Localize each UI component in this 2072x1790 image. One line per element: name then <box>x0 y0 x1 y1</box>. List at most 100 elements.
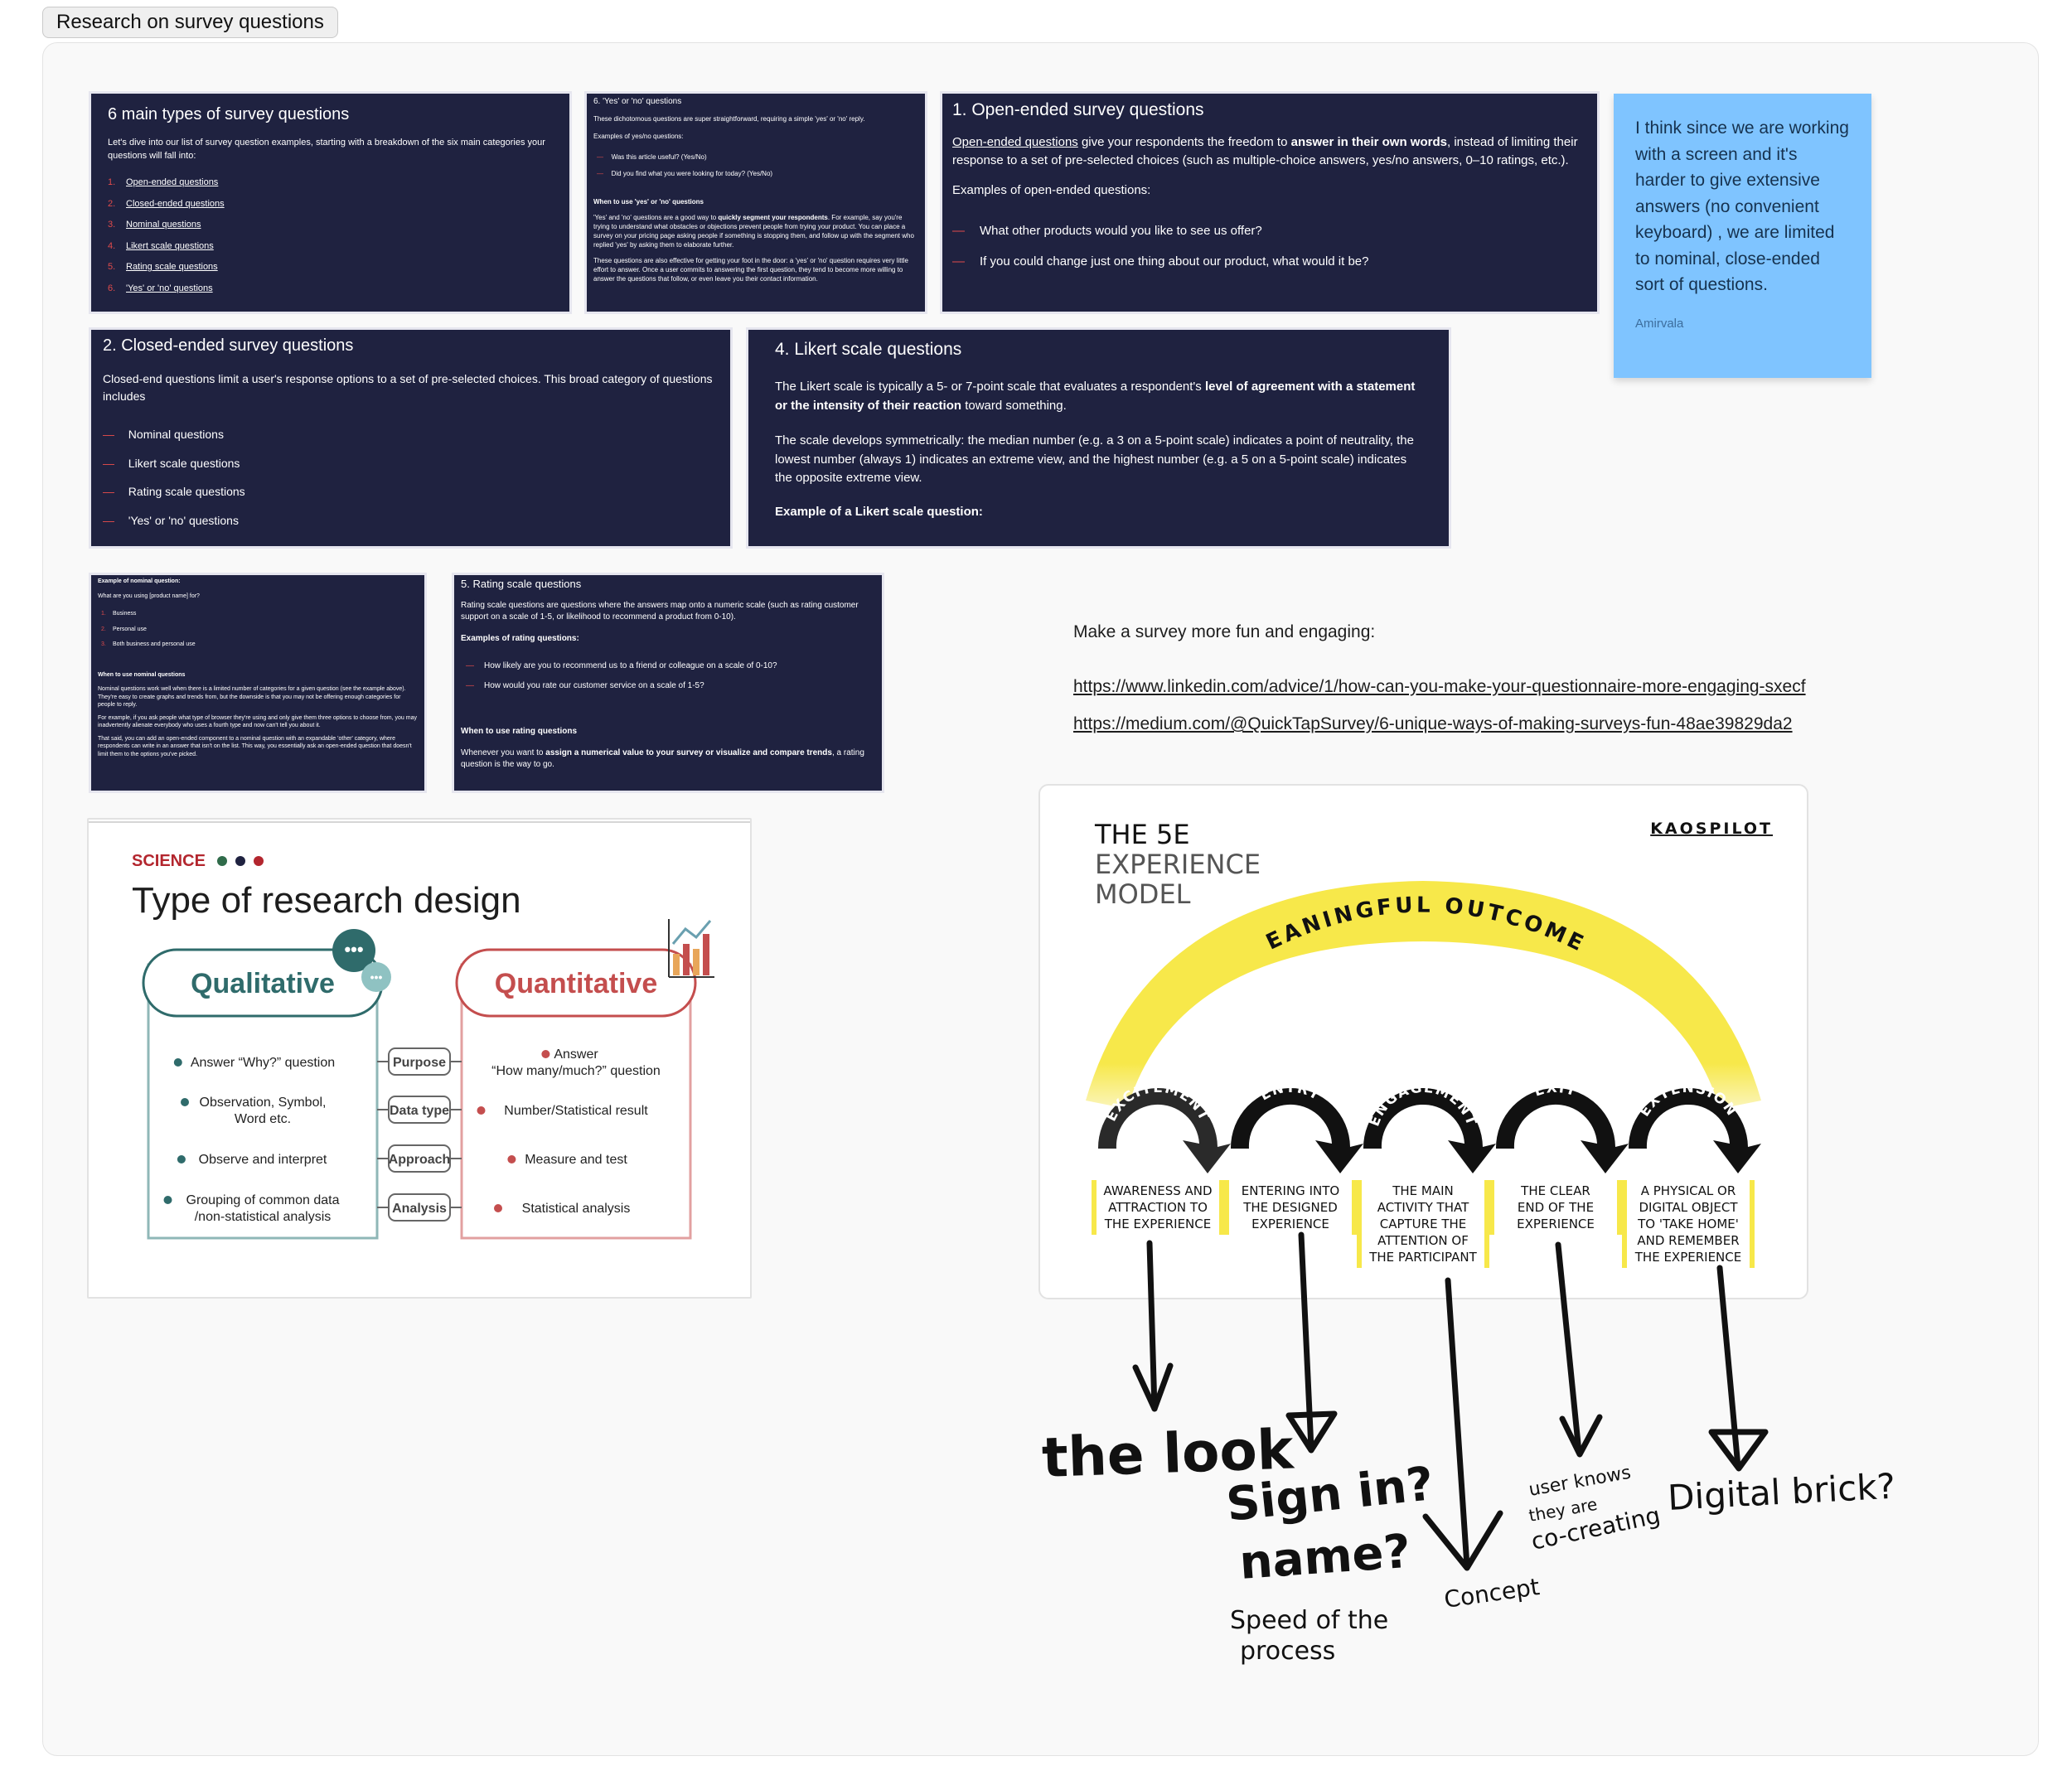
text-part: give your respondents the freedom to <box>1077 135 1291 149</box>
list-item: 4.Likert scale questions <box>108 236 553 258</box>
list-item: 3.Nominal questions <box>108 215 553 236</box>
list-marker: — <box>597 170 603 177</box>
examples-heading: Examples of open-ended questions: <box>952 183 1151 197</box>
card-intro: Rating scale questions are questions whe… <box>461 601 859 622</box>
list-item: — How would you rate our customer service… <box>466 676 875 696</box>
nominal-p2: For example, if you ask people what type… <box>98 714 417 729</box>
list-link[interactable]: Open-ended questions <box>126 177 219 187</box>
open-ended-link[interactable]: Open-ended questions <box>952 135 1078 149</box>
card-likert[interactable]: 4. Likert scale questions The Likert sca… <box>746 327 1451 549</box>
design-title: Type of research design <box>132 880 521 921</box>
list-text: Business <box>113 611 137 617</box>
bullet-dot <box>181 1098 189 1106</box>
row-label-pill <box>388 1047 451 1076</box>
card-title: 4. Likert scale questions <box>775 340 962 359</box>
quantitative-row-text: Statistical analysis <box>522 1202 631 1216</box>
list-text: Both business and personal use <box>113 641 196 647</box>
stage-description: AWARENESS AND <box>1103 1183 1212 1198</box>
likert-example-heading: Example of a Likert scale question: <box>775 504 983 519</box>
row-label: Purpose <box>393 1056 446 1070</box>
sticky-text: I think since we are working with a scre… <box>1635 119 1849 294</box>
card-yes-no[interactable]: 6. 'Yes' or 'no' questions These dichoto… <box>584 91 927 314</box>
list-item: 6.'Yes' or 'no' questions <box>108 278 553 300</box>
list-text: Nominal questions <box>128 428 224 441</box>
list-text: How would you rate our customer service … <box>484 681 704 690</box>
linkedin-link[interactable]: https://www.linkedin.com/advice/1/how-ca… <box>1073 677 1806 696</box>
stage-description: THE PARTICIPANT <box>1368 1250 1477 1265</box>
qualitative-row-text: Answer “Why?” question <box>191 1056 335 1070</box>
examples-heading: Examples of rating questions: <box>461 634 579 643</box>
card-paragraph: Open-ended questions give your responden… <box>952 133 1587 170</box>
list-text: What other products would you like to se… <box>980 224 1262 238</box>
list-text: Was this article useful? (Yes/No) <box>611 153 707 161</box>
svg-text:•••: ••• <box>344 939 363 960</box>
bullet-dot <box>163 1196 172 1204</box>
frame-title[interactable]: Research on survey questions <box>42 7 338 38</box>
sticky-author: Amirvala <box>1635 316 1684 331</box>
row-label-pill <box>388 1193 451 1222</box>
stage-arrow <box>1363 1087 1496 1173</box>
list-link[interactable]: Nominal questions <box>126 220 201 230</box>
list-marker: — <box>952 224 965 238</box>
list-item: 1.Open-ended questions <box>108 172 553 194</box>
list-marker: 2. <box>101 626 106 632</box>
card-rating[interactable]: 5. Rating scale questions Rating scale q… <box>452 573 884 793</box>
card-six-types[interactable]: 6 main types of survey questions Let's d… <box>89 91 572 314</box>
list-marker: 1. <box>101 611 106 617</box>
likert-paragraph-1: The Likert scale is typically a 5- or 7-… <box>775 378 1422 415</box>
list-item: 1. Business <box>101 607 418 622</box>
list-marker: — <box>103 513 114 527</box>
stage-description: ENTERING INTO <box>1242 1183 1339 1198</box>
stage-description: CAPTURE THE <box>1380 1217 1467 1231</box>
quantitative-row-text: Number/Statistical result <box>504 1104 648 1118</box>
qualitative-title: Qualitative <box>191 968 335 999</box>
list-marker: 3. <box>101 641 106 647</box>
list-link[interactable]: Rating scale questions <box>126 262 218 272</box>
list-text: 'Yes' or 'no' questions <box>128 513 239 527</box>
categories-list: — Nominal questions — Likert scale question… <box>103 420 719 535</box>
five-e-svg: THE 5E EXPERIENCE MODEL KAOSPILOT MEANIN… <box>1040 786 1773 1268</box>
card-closed-ended[interactable]: 2. Closed-ended survey questions Closed-… <box>89 327 733 549</box>
kaospilot-logo: KAOSPILOT <box>1650 820 1773 838</box>
stage-description: TO 'TAKE HOME' <box>1637 1217 1739 1231</box>
chat-bubble-icon <box>332 929 375 972</box>
stage-description: THE DESIGNED <box>1242 1200 1338 1215</box>
medium-link[interactable]: https://medium.com/@QuickTapSurvey/6-uni… <box>1073 714 1793 733</box>
list-item: 2.Personal use <box>101 622 418 638</box>
list-marker: — <box>103 485 114 498</box>
research-design-image[interactable]: SCIENCE Type of research design Qualitat… <box>87 818 752 1299</box>
card-title: 6 main types of survey questions <box>108 105 350 123</box>
qualitative-row-text: /non-statistical analysis <box>195 1210 332 1224</box>
qualitative-row-text: Observe and interpret <box>199 1153 327 1167</box>
list-link[interactable]: Closed-ended questions <box>126 198 225 209</box>
stage-arrow <box>1628 1087 1761 1173</box>
stage-description: A PHYSICAL OR <box>1641 1183 1736 1198</box>
five-e-model-image[interactable]: THE 5E EXPERIENCE MODEL KAOSPILOT MEANIN… <box>1038 784 1808 1299</box>
qualitative-row-text: Observation, Symbol, <box>200 1096 327 1110</box>
list-link[interactable]: Likert scale questions <box>126 240 214 251</box>
card-nominal[interactable]: Example of nominal question: What are yo… <box>89 573 427 793</box>
list-link[interactable]: 'Yes' or 'no' questions <box>126 283 213 293</box>
stage-description: END OF THE <box>1518 1200 1594 1215</box>
card-title: 5. Rating scale questions <box>461 578 582 590</box>
list-item: 5.Rating scale questions <box>108 257 553 278</box>
stage-description: ATTRACTION TO <box>1108 1200 1208 1215</box>
bullet-dot <box>177 1155 186 1164</box>
model-title-line2: EXPERIENCE <box>1095 849 1261 880</box>
list-marker: — <box>103 428 114 441</box>
when-paragraph-2: These questions are also effective for g… <box>593 257 908 283</box>
sticky-note[interactable]: I think since we are working with a scre… <box>1614 94 1871 378</box>
chat-bubble-icon <box>361 962 391 992</box>
quantitative-row-text: “How many/much?” question <box>491 1064 661 1078</box>
list-text: Likert scale questions <box>128 456 240 470</box>
card-open-ended[interactable]: 1. Open-ended survey questions Open-ende… <box>940 91 1600 314</box>
card-intro: Let's dive into our list of survey quest… <box>108 138 545 161</box>
bar-chart-icon <box>668 919 714 978</box>
examples-list: —How likely are you to recommend us to a… <box>461 656 875 696</box>
text-part: The Likert scale is typically a 5- or 7-… <box>775 380 1205 394</box>
list-marker: — <box>466 681 474 690</box>
when-heading: When to use rating questions <box>461 727 578 736</box>
text-part: , instead of limiting their response to … <box>952 135 1578 167</box>
row-label-pill <box>388 1096 451 1124</box>
